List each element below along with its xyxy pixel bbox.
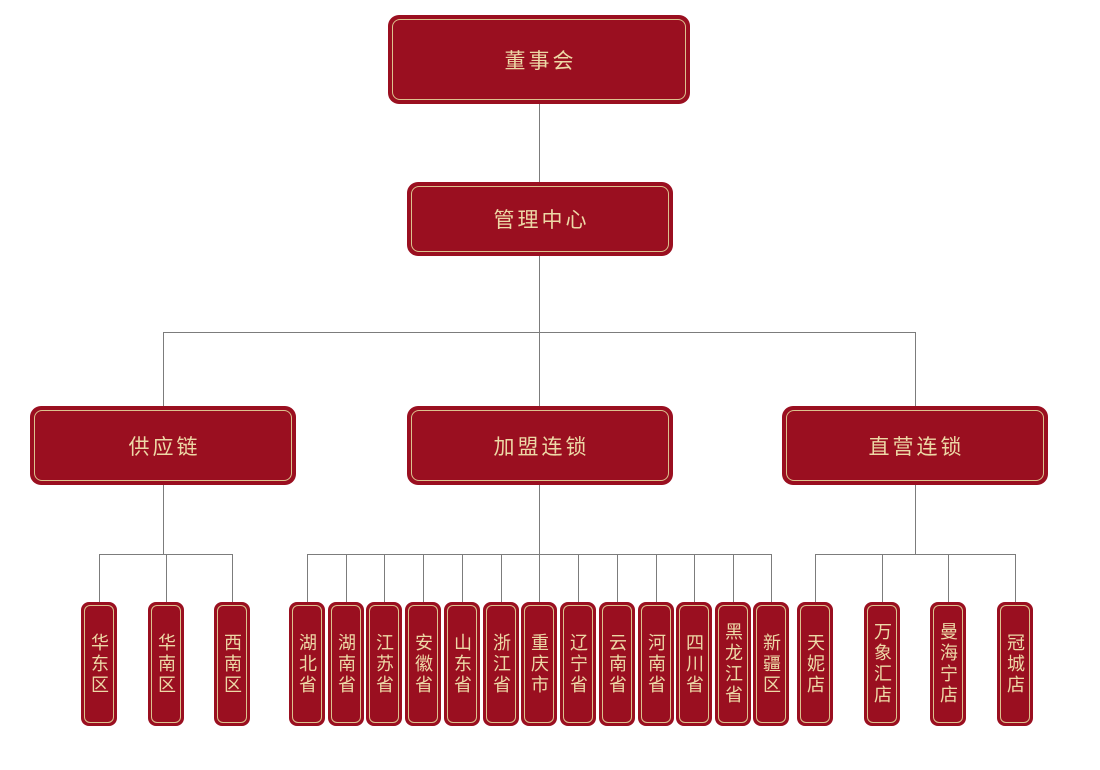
node-label: 浙江省	[491, 632, 511, 696]
node-label: 河南省	[646, 632, 666, 696]
node-management-center: 管理中心	[407, 182, 673, 256]
node-label: 董事会	[504, 49, 577, 73]
connector-line	[578, 554, 579, 602]
connector-line	[232, 554, 233, 602]
node-label: 管理中心	[493, 209, 590, 232]
node-board-of-directors: 董事会	[388, 15, 690, 104]
connector-line	[915, 485, 916, 554]
node-franchise-chain: 加盟连锁	[407, 406, 673, 485]
leaf-province-shandong: 山东省	[444, 602, 480, 726]
leaf-store-guancheng: 冠城店	[997, 602, 1033, 726]
node-label: 云南省	[607, 632, 627, 696]
connector-line	[163, 485, 164, 554]
connector-line	[656, 554, 657, 602]
connector-line	[163, 332, 164, 406]
node-label: 安徽省	[413, 632, 433, 696]
node-label: 供应链	[128, 435, 201, 459]
connector-line	[99, 554, 100, 602]
connector-line	[462, 554, 463, 602]
connector-line	[617, 554, 618, 602]
connector-line	[733, 554, 734, 602]
node-label: 加盟连锁	[493, 435, 590, 459]
connector-line	[384, 554, 385, 602]
leaf-region-xinjiang: 新疆区	[753, 602, 789, 726]
node-label: 辽宁省	[568, 632, 588, 696]
connector-line	[815, 554, 1016, 555]
node-label: 重庆市	[529, 632, 549, 696]
node-label: 西南区	[222, 632, 242, 696]
node-label: 湖北省	[297, 632, 317, 696]
connector-line	[501, 554, 502, 602]
leaf-province-hubei: 湖北省	[289, 602, 325, 726]
leaf-store-tianni: 天妮店	[797, 602, 833, 726]
node-label: 华南区	[156, 632, 176, 696]
node-label: 山东省	[452, 632, 472, 696]
connector-line	[539, 256, 540, 406]
connector-line	[539, 485, 540, 602]
leaf-province-heilongjiang: 黑龙江省	[715, 602, 751, 726]
node-label: 黑龙江省	[723, 622, 743, 706]
leaf-store-manhaining: 曼海宁店	[930, 602, 966, 726]
connector-line	[948, 554, 949, 602]
connector-line	[163, 332, 916, 333]
leaf-city-chongqing: 重庆市	[521, 602, 557, 726]
leaf-province-anhui: 安徽省	[405, 602, 441, 726]
leaf-province-hunan: 湖南省	[328, 602, 364, 726]
connector-line	[166, 554, 167, 602]
node-label: 天妮店	[805, 632, 825, 696]
connector-line	[915, 332, 916, 406]
leaf-store-wanxianghui: 万象汇店	[864, 602, 900, 726]
connector-line	[771, 554, 772, 602]
leaf-province-liaoning: 辽宁省	[560, 602, 596, 726]
node-label: 曼海宁店	[938, 622, 958, 706]
connector-line	[882, 554, 883, 602]
connector-line	[307, 554, 308, 602]
node-label: 新疆区	[761, 632, 781, 696]
node-supply-chain: 供应链	[30, 406, 296, 485]
leaf-region-southwest: 西南区	[214, 602, 250, 726]
node-direct-chain: 直营连锁	[782, 406, 1048, 485]
node-label: 直营连锁	[868, 435, 965, 459]
leaf-province-yunnan: 云南省	[599, 602, 635, 726]
leaf-region-south-china: 华南区	[148, 602, 184, 726]
node-label: 湖南省	[336, 632, 356, 696]
connector-line	[1015, 554, 1016, 602]
node-label: 江苏省	[374, 632, 394, 696]
leaf-region-east-china: 华东区	[81, 602, 117, 726]
connector-line	[815, 554, 816, 602]
connector-line	[539, 104, 540, 182]
connector-line	[423, 554, 424, 602]
connector-line	[307, 554, 772, 555]
connector-line	[346, 554, 347, 602]
node-label: 四川省	[684, 632, 704, 696]
leaf-province-henan: 河南省	[638, 602, 674, 726]
leaf-province-jiangsu: 江苏省	[366, 602, 402, 726]
connector-line	[694, 554, 695, 602]
node-label: 华东区	[89, 632, 109, 696]
leaf-province-sichuan: 四川省	[676, 602, 712, 726]
leaf-province-zhejiang: 浙江省	[483, 602, 519, 726]
node-label: 冠城店	[1005, 632, 1025, 696]
node-label: 万象汇店	[872, 622, 892, 706]
